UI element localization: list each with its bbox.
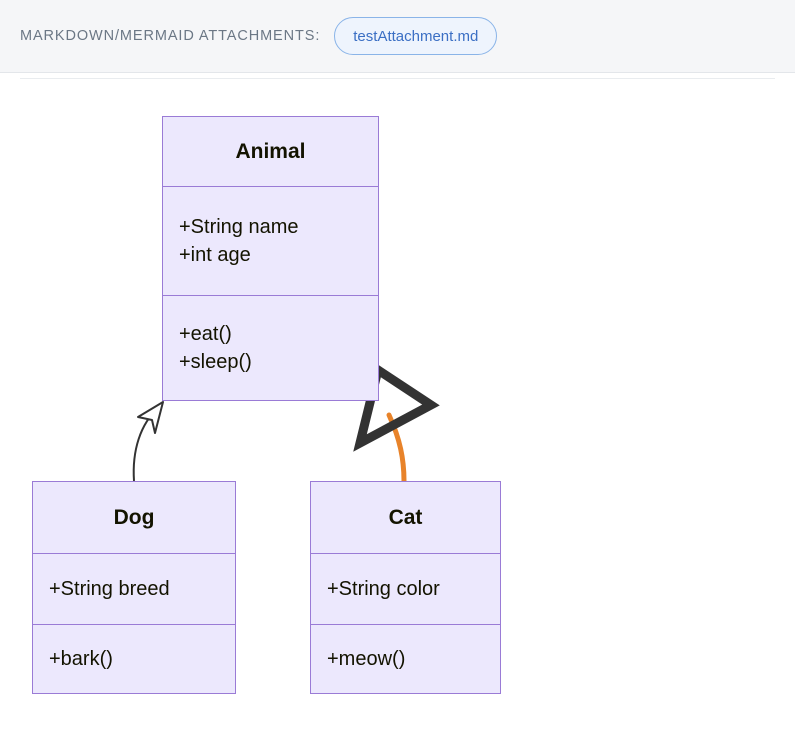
class-attributes-dog: +String breed: [33, 554, 235, 625]
method-row: +sleep(): [179, 351, 252, 373]
arrowhead-dog-inheritance: [137, 401, 164, 434]
class-methods-animal: +eat() +sleep(): [163, 296, 378, 400]
attribute-row: +int age: [179, 244, 251, 266]
attachments-label: MARKDOWN/MERMAID ATTACHMENTS:: [20, 28, 321, 44]
attribute-row: +String breed: [49, 577, 170, 600]
method-row: +bark(): [49, 647, 113, 670]
class-title-animal: Animal: [163, 117, 378, 187]
class-methods-dog: +bark(): [33, 625, 235, 693]
class-node-cat[interactable]: Cat +String color +meow(): [310, 481, 501, 694]
class-methods-cat: +meow(): [311, 625, 500, 693]
class-node-dog[interactable]: Dog +String breed +bark(): [32, 481, 236, 694]
header-divider: [0, 72, 795, 73]
attachments-bar: MARKDOWN/MERMAID ATTACHMENTS: testAttach…: [0, 0, 795, 72]
class-title-cat: Cat: [311, 482, 500, 554]
method-row: +meow(): [327, 647, 406, 670]
class-attributes-cat: +String color: [311, 554, 500, 625]
attachment-chip-testAttachment[interactable]: testAttachment.md: [334, 17, 498, 55]
diagram-edges: [132, 362, 440, 484]
header-divider-secondary: [20, 78, 775, 79]
class-title-dog: Dog: [33, 482, 235, 554]
method-row: +eat(): [179, 322, 232, 345]
class-attributes-animal: +String name +int age: [163, 187, 378, 296]
attribute-row: +String name: [179, 215, 299, 238]
arrowhead-cat-inheritance: [353, 362, 440, 452]
attribute-row: +String color: [327, 577, 440, 600]
mermaid-class-diagram: Animal +String name +int age +eat() +sle…: [0, 79, 795, 736]
class-node-animal[interactable]: Animal +String name +int age +eat() +sle…: [162, 116, 379, 401]
